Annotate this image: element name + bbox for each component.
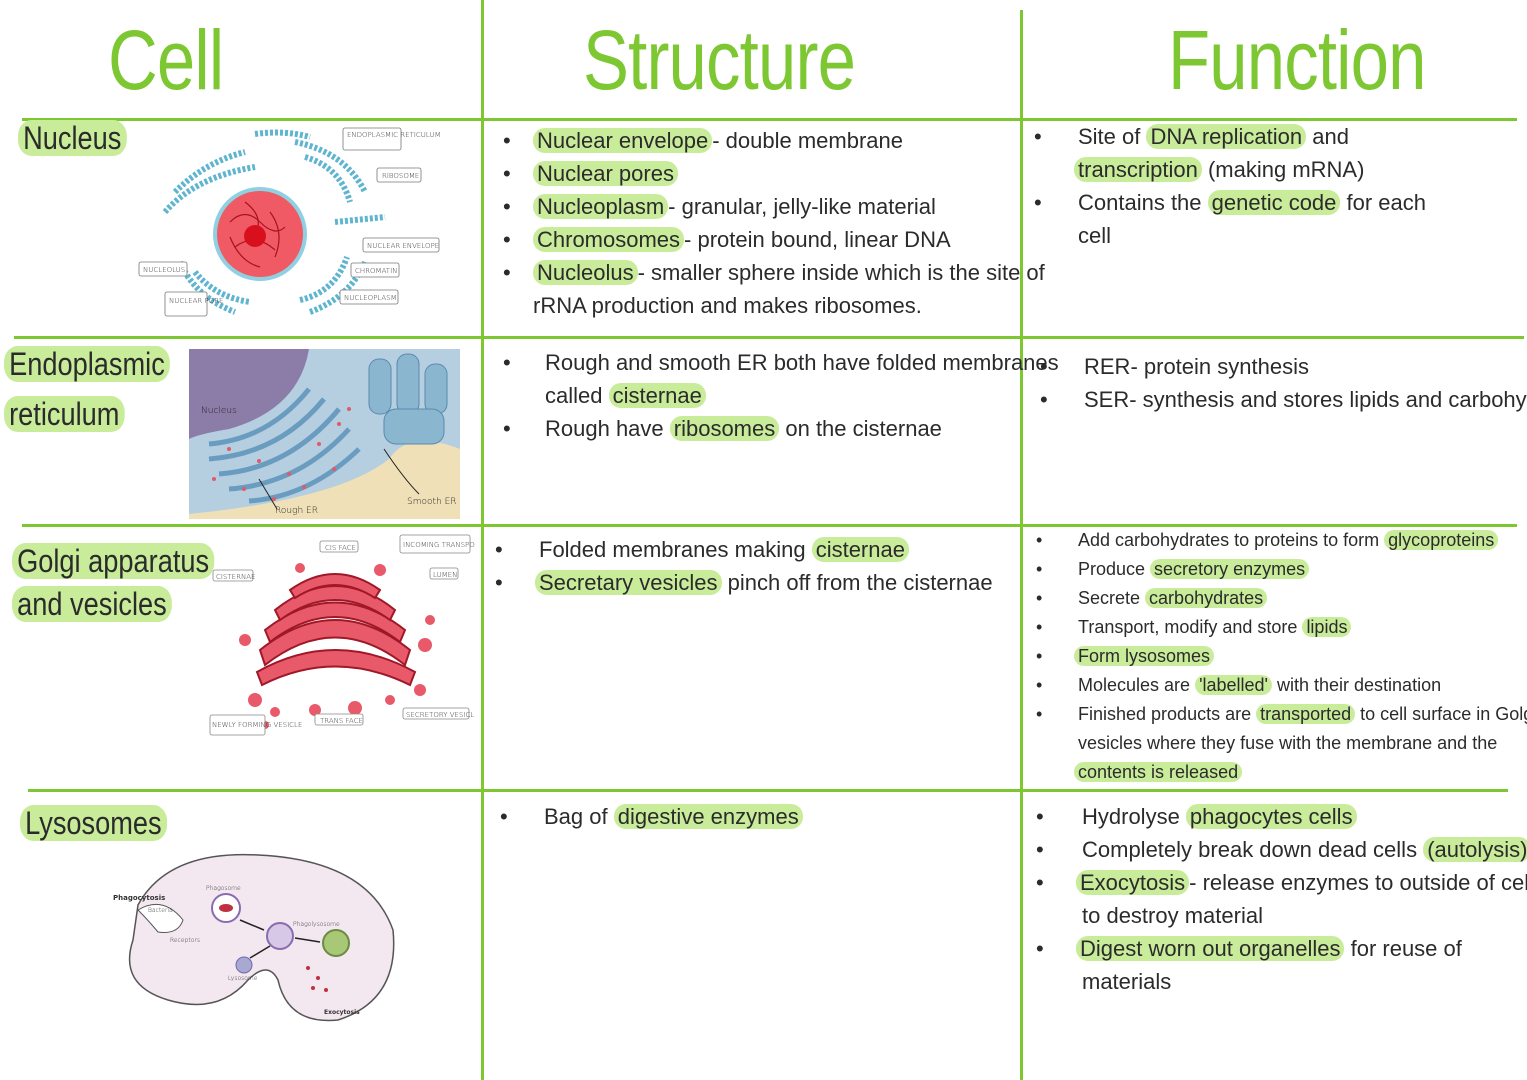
list-item: Molecules are 'labelled' with their dest…: [1036, 671, 1527, 700]
row-divider-nucleus: [14, 336, 1524, 339]
row-divider-header: [22, 118, 1517, 121]
cell-name-golgi-line1: Golgi apparatus: [12, 539, 215, 584]
row-divider-golgi: [28, 789, 1508, 792]
label-pore: NUCLEAR PORE: [169, 297, 223, 305]
cell-name-golgi-line2: and vesicles: [12, 582, 172, 627]
list-item: Form lysosomes: [1036, 642, 1527, 671]
list-item: Transport, modify and store lipids: [1036, 613, 1527, 642]
header-structure: Structure: [583, 13, 856, 107]
cell-name-lysosomes: Lysosomes: [20, 801, 167, 846]
list-item: Digest worn out organelles for reuse of: [1036, 932, 1527, 965]
label-ribosome: RIBOSOME: [382, 172, 419, 180]
list-item: Produce secretory enzymes: [1036, 555, 1527, 584]
list-item: Bag of digestive enzymes: [500, 800, 803, 833]
golgi-structure-list: Folded membranes making cisternae Secret…: [495, 533, 993, 599]
nucleus-structure-list: Nuclear envelope- double membrane Nuclea…: [503, 124, 1045, 322]
list-item: SER- synthesis and stores lipids and car…: [1040, 383, 1527, 416]
label-nucleus: Nucleus: [201, 406, 237, 416]
column-divider-1: [481, 0, 484, 1080]
list-item: Rough have ribosomes on the cisternae: [503, 412, 1059, 445]
list-item: Site of DNA replication and: [1034, 120, 1426, 153]
list-item: Finished products are transported to cel…: [1036, 700, 1527, 729]
list-item-continued: vesicles where they fuse with the membra…: [1078, 733, 1498, 753]
row-divider-er: [22, 524, 1517, 527]
label-phagolysosome: Phagolysosome: [293, 921, 340, 928]
list-item-continued: contents is released: [1036, 758, 1527, 787]
list-item: Nucleolus- smaller sphere inside which i…: [503, 256, 1045, 289]
label-nucleolus: NUCLEOLUS: [143, 266, 185, 274]
list-item: Nuclear envelope- double membrane: [503, 124, 1045, 157]
column-divider-2: [1020, 10, 1023, 1080]
list-item-continued: to destroy material: [1082, 903, 1263, 928]
label-bacteria: Bacteria: [148, 907, 173, 914]
list-item-continued: transcription (making mRNA): [1034, 153, 1426, 186]
list-item-continued: materials: [1082, 969, 1172, 994]
list-item: Secretary vesicles pinch off from the ci…: [495, 566, 993, 599]
cell-name-er-line2: reticulum: [4, 392, 125, 437]
header-cell: Cell: [108, 13, 224, 107]
label-cisternae: CISTERNAE: [216, 573, 255, 581]
er-diagram: Nucleus Rough ER Smooth ER: [189, 349, 460, 519]
label-phagocytosis: Phagocytosis: [113, 894, 165, 902]
er-structure-list: Rough and smooth ER both have folded mem…: [503, 346, 1059, 445]
list-item-continued: rRNA production and makes ribosomes.: [533, 293, 922, 318]
label-phagosome: Phagosome: [206, 885, 241, 892]
nucleus-diagram: ENDOPLASMIC RETICULUM RIBOSOME NUCLEAR E…: [138, 127, 441, 317]
list-item: Chromosomes- protein bound, linear DNA: [503, 223, 1045, 256]
label-exocytosis: Exocytosis: [324, 1009, 360, 1016]
label-lumen: LUMEN: [433, 571, 457, 579]
list-item: Completely break down dead cells (autoly…: [1036, 833, 1527, 866]
label-smooth-er: Smooth ER: [407, 497, 457, 507]
lysosome-diagram: Phagocytosis Bacteria Receptors Phagosom…: [113, 853, 395, 1022]
list-item: Nucleoplasm- granular, jelly-like materi…: [503, 190, 1045, 223]
list-item: Folded membranes making cisternae: [495, 533, 993, 566]
label-lysosome: Lysosome: [228, 975, 258, 982]
list-item: Nuclear pores: [503, 157, 1045, 190]
er-function-list: RER- protein synthesis SER- synthesis an…: [1040, 350, 1527, 416]
list-item: RER- protein synthesis: [1040, 350, 1527, 383]
label-nucleoplasm: NUCLEOPLASM: [344, 294, 397, 302]
list-item: Rough and smooth ER both have folded mem…: [503, 346, 1059, 379]
label-chromatin: CHROMATIN: [355, 267, 397, 275]
label-er: ENDOPLASMIC RETICULUM: [347, 131, 441, 139]
golgi-diagram: CIS FACE INCOMING TRANSPORT VESICLE CIST…: [209, 534, 475, 736]
label-cis-face: CIS FACE: [325, 544, 356, 552]
list-item: Add carbohydrates to proteins to form gl…: [1036, 526, 1527, 555]
golgi-function-list: Add carbohydrates to proteins to form gl…: [1036, 526, 1527, 787]
label-newly-forming: NEWLY FORMING VESICLE: [212, 721, 302, 729]
label-receptors: Receptors: [170, 937, 200, 944]
label-incoming: INCOMING TRANSPORT VESICLE: [403, 541, 475, 549]
list-item: Hydrolyse phagocytes cells: [1036, 800, 1527, 833]
label-rough-er: Rough ER: [275, 506, 318, 516]
cell-name-er-line1: Endoplasmic: [4, 342, 170, 387]
lysosome-structure-list: Bag of digestive enzymes: [500, 800, 803, 833]
list-item-continued: called cisternae: [503, 379, 1059, 412]
label-secretory: SECRETORY VESICLE: [406, 711, 475, 719]
header-function: Function: [1168, 13, 1426, 107]
lysosome-function-list: Hydrolyse phagocytes cells Completely br…: [1036, 800, 1527, 998]
list-item-continued: cell: [1078, 223, 1112, 248]
cell-name-nucleus: Nucleus: [18, 116, 127, 161]
nucleus-function-list: Site of DNA replication and transcriptio…: [1034, 120, 1426, 252]
list-item: Exocytosis- release enzymes to outside o…: [1036, 866, 1527, 899]
label-envelope: NUCLEAR ENVELOPE: [367, 242, 439, 250]
label-trans-face: TRANS FACE: [320, 717, 363, 725]
list-item: Contains the genetic code for each: [1034, 186, 1426, 219]
list-item: Secrete carbohydrates: [1036, 584, 1527, 613]
